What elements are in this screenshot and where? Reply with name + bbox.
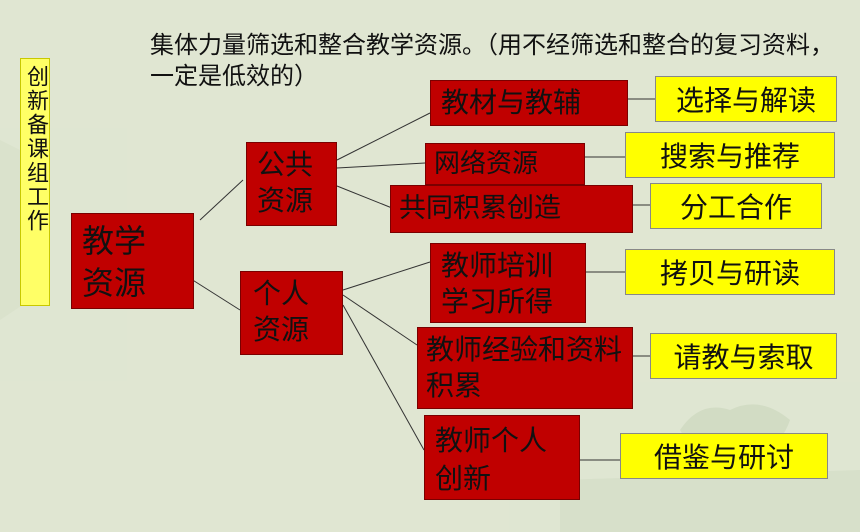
node-personal-resources: 个人资源: [240, 271, 343, 355]
side-title-box: 创新备课组工作: [20, 58, 50, 306]
node-shared-creation: 共同积累创造: [390, 185, 633, 233]
action-learn-discuss: 借鉴与研讨: [620, 433, 828, 479]
action-select-interpret: 选择与解读: [655, 76, 837, 122]
node-teacher-innovation: 教师个人创新: [424, 415, 580, 500]
node-network-resources: 网络资源: [425, 143, 585, 185]
action-division-cooperation: 分工合作: [650, 183, 822, 229]
root-node-teaching-resources: 教学资源: [71, 213, 194, 309]
action-consult-request: 请教与索取: [650, 333, 837, 379]
node-public-resources: 公共资源: [246, 142, 337, 226]
heading-text: 集体力量筛选和整合教学资源。（用不经筛选和整合的复习资料，一定是低效的）: [150, 31, 834, 90]
action-search-recommend: 搜索与推荐: [625, 132, 835, 178]
action-copy-study: 拷贝与研读: [625, 249, 835, 295]
side-title: 创新备课组工作: [23, 65, 48, 233]
node-teacher-experience: 教师经验和资料积累: [417, 327, 633, 409]
node-textbooks: 教材与教辅: [430, 80, 628, 126]
node-teacher-training: 教师培训学习所得: [430, 243, 586, 323]
